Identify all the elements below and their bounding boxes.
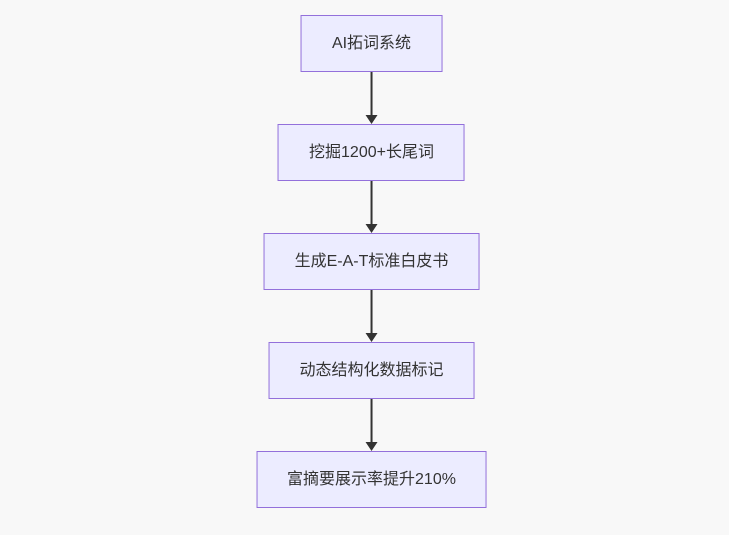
flowchart-node-1: AI拓词系统 bbox=[300, 15, 443, 72]
node-label: 挖掘1200+长尾词 bbox=[309, 143, 434, 161]
flow-arrow-3 bbox=[365, 290, 378, 342]
node-label: 动态结构化数据标记 bbox=[299, 361, 444, 379]
flowchart: AI拓词系统 挖掘1200+长尾词 生成E-A-T标准白皮书 动态结构化数据标记… bbox=[256, 15, 487, 508]
flowchart-node-3: 生成E-A-T标准白皮书 bbox=[263, 233, 480, 290]
arrow-line bbox=[370, 181, 373, 224]
flow-arrow-2 bbox=[365, 181, 378, 233]
flowchart-node-4: 动态结构化数据标记 bbox=[268, 342, 475, 399]
node-label: 生成E-A-T标准白皮书 bbox=[294, 252, 449, 270]
arrow-line bbox=[370, 399, 373, 442]
node-label: AI拓词系统 bbox=[331, 34, 412, 52]
flowchart-node-2: 挖掘1200+长尾词 bbox=[278, 124, 465, 181]
arrow-down-icon bbox=[365, 115, 378, 124]
flow-arrow-4 bbox=[365, 399, 378, 451]
flowchart-node-5: 富摘要展示率提升210% bbox=[256, 451, 487, 508]
arrow-line bbox=[370, 72, 373, 115]
flow-arrow-1 bbox=[365, 72, 378, 124]
arrow-down-icon bbox=[365, 333, 378, 342]
arrow-down-icon bbox=[365, 224, 378, 233]
arrow-line bbox=[370, 290, 373, 333]
node-label: 富摘要展示率提升210% bbox=[287, 470, 456, 488]
arrow-down-icon bbox=[365, 442, 378, 451]
